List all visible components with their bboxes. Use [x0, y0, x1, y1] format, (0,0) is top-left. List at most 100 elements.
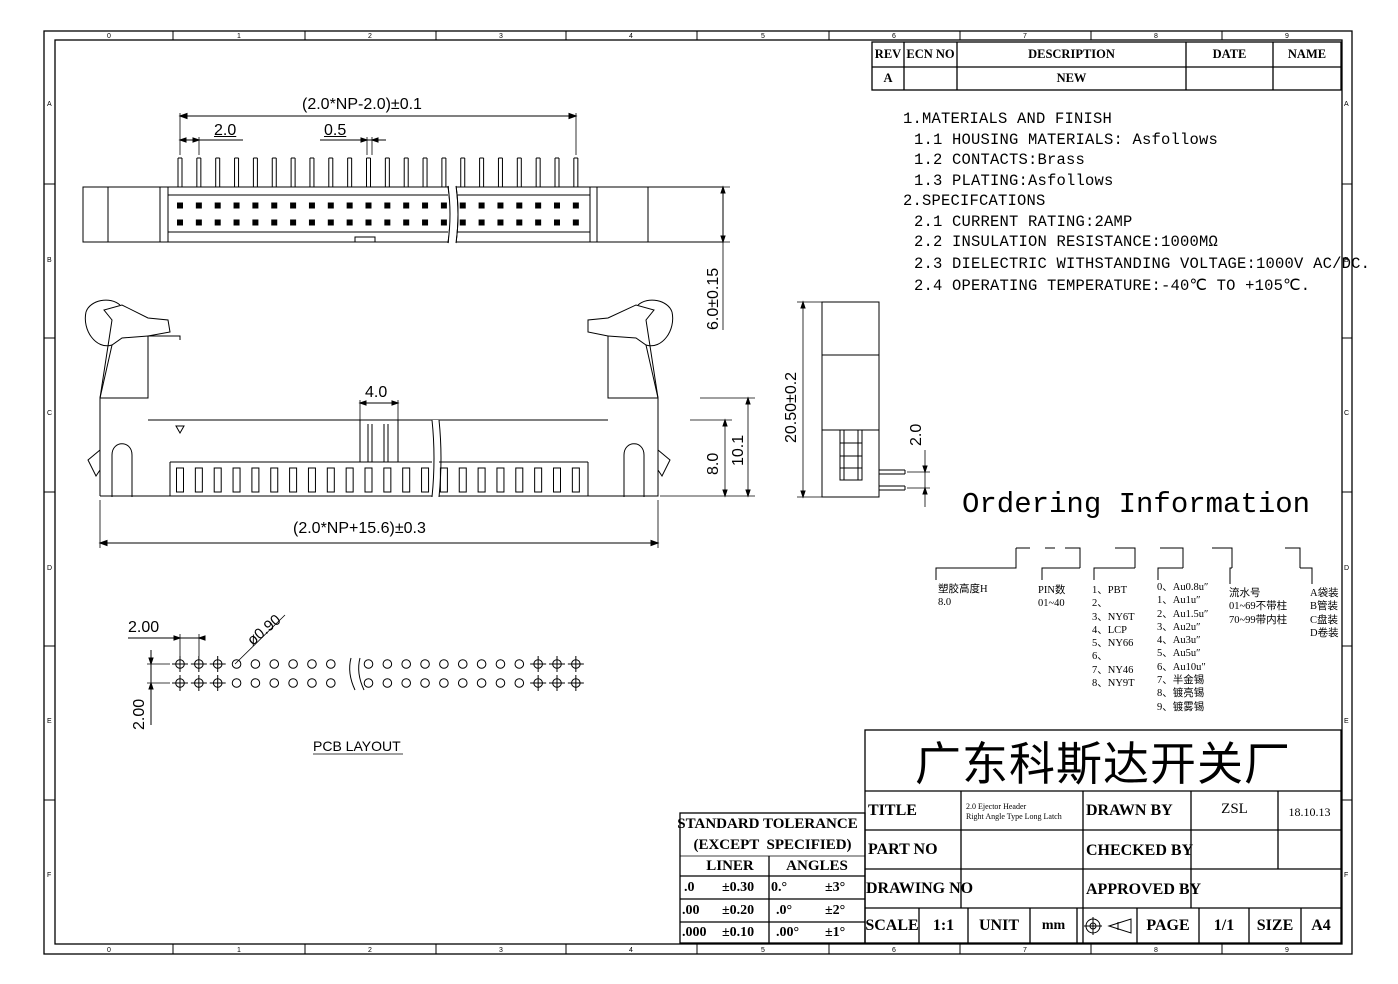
- zone-col-label: 3: [499, 947, 503, 954]
- ordering-option: 8.0: [938, 597, 952, 609]
- tol-angle-val: ±3°: [825, 879, 846, 895]
- drawn-by-value: ZSL: [1221, 800, 1248, 817]
- front-pin: [477, 467, 486, 493]
- ordering-option: 0、Au0.8u″: [1157, 582, 1209, 593]
- spec-line: 2.2 INSULATION RESISTANCE:1000MΩ: [914, 233, 1219, 251]
- dim-front-h2: 10.1: [730, 434, 747, 466]
- contact-square: [271, 202, 278, 209]
- contact-square: [440, 202, 447, 209]
- zone-col-label: 3: [499, 33, 503, 40]
- part-no-label: PART NO: [868, 840, 938, 858]
- approved-by-label: APPROVED BY: [1086, 881, 1202, 898]
- zone-col-label: 7: [1023, 33, 1027, 40]
- scale-value: 1:1: [932, 916, 955, 934]
- rev-row-description: NEW: [1056, 71, 1087, 85]
- spec-line: 1.MATERIALS AND FINISH: [903, 110, 1113, 128]
- dim-latch-width: 4.0: [365, 384, 388, 401]
- ordering-option: A袋装: [1310, 588, 1339, 599]
- zone-row-label: B: [47, 257, 52, 264]
- dim-pcb-pitch-y: 2.00: [131, 698, 148, 730]
- ordering-option: 8、NY9T: [1092, 678, 1135, 690]
- ordering-option: 01~69不带柱: [1229, 601, 1288, 613]
- tol-liner-val: ±0.10: [722, 924, 755, 940]
- contact-square: [497, 202, 504, 209]
- zone-col-label: 1: [237, 947, 241, 954]
- zone-col-label: 6: [892, 33, 896, 40]
- drawn-date: 18.10.13: [1288, 804, 1331, 819]
- drawing-no-label: DRAWING NO: [866, 879, 974, 897]
- zone-col-label: 1: [237, 33, 241, 40]
- contact-square: [403, 219, 410, 226]
- zone-row-label: D: [1344, 565, 1349, 572]
- pcb-layout: [128, 614, 584, 755]
- dim-side-pitch: 2.0: [908, 423, 925, 446]
- ordering-option: C盘装: [1310, 614, 1339, 626]
- ordering-title: Ordering Information: [962, 488, 1311, 521]
- zone-col-label: 5: [761, 33, 765, 40]
- ordering-option: D卷装: [1310, 627, 1339, 639]
- contact-square: [478, 202, 485, 209]
- checked-by-label: CHECKED BY: [1086, 842, 1194, 859]
- side-view: [797, 300, 930, 507]
- contact-square: [252, 219, 259, 226]
- ordering-option: 01~40: [1038, 598, 1065, 610]
- zone-col-label: 4: [629, 33, 633, 40]
- pcb-hole: [420, 678, 430, 688]
- front-pin: [194, 467, 203, 493]
- unit-label: UNIT: [978, 916, 1019, 934]
- front-pin: [289, 467, 298, 493]
- front-pin: [364, 467, 373, 493]
- pcb-hole: [231, 659, 242, 669]
- contact-square: [327, 202, 334, 209]
- contact-square: [177, 202, 183, 209]
- pcb-layout-label: PCB LAYOUT: [313, 738, 401, 754]
- contact-square: [177, 219, 183, 226]
- contact-square: [403, 202, 410, 209]
- pcb-hole: [439, 659, 449, 669]
- tol-liner-key: .000: [682, 924, 707, 940]
- front-pin: [421, 467, 430, 493]
- front-pin: [458, 467, 467, 493]
- pcb-hole: [420, 659, 430, 669]
- pcb-hole: [250, 678, 261, 688]
- contact-square: [346, 202, 353, 209]
- tol-liner-val: ±0.20: [722, 902, 755, 918]
- front-pin: [307, 467, 316, 493]
- pcb-hole: [514, 659, 525, 669]
- front-pin: [232, 467, 241, 493]
- pcb-hole: [457, 678, 468, 688]
- contact-square: [535, 219, 542, 226]
- tol-angle-key: .0°: [776, 902, 793, 918]
- zone-ticks: [44, 31, 1352, 954]
- drawn-by-label: DRAWN BY: [1086, 801, 1173, 819]
- contact-square: [459, 202, 466, 209]
- contact-square: [384, 219, 391, 226]
- front-pin: [515, 467, 524, 493]
- ordering-option: 2、: [1092, 598, 1108, 610]
- contact-square: [233, 219, 240, 226]
- ordering-option: 1、PBT: [1092, 585, 1128, 596]
- spec-line: 2.4 OPERATING TEMPERATURE:-40℃ TO +105℃.: [914, 277, 1311, 295]
- contact-square: [290, 202, 297, 209]
- front-pin: [270, 467, 279, 493]
- pcb-hole: [514, 678, 525, 688]
- contact-square: [422, 202, 429, 209]
- dim-side-total: 20.50±0.2: [783, 371, 800, 443]
- pcb-hole: [231, 678, 242, 688]
- revision-table-grid: [871, 41, 1342, 91]
- contact-square: [195, 219, 202, 226]
- zone-col-label: 0: [107, 33, 111, 40]
- dim-pcb-pitch-x: 2.00: [128, 619, 160, 636]
- rev-header-date: DATE: [1212, 47, 1247, 61]
- contact-square: [195, 202, 202, 209]
- rev-header-name: NAME: [1287, 47, 1327, 61]
- zone-col-label: 6: [892, 947, 896, 954]
- pcb-hole: [269, 678, 280, 688]
- tol-liner-val: ±0.30: [722, 879, 755, 895]
- front-pin: [251, 467, 260, 493]
- tolerance-liner-header: LINER: [706, 857, 754, 874]
- contact-square: [516, 219, 523, 226]
- contact-square: [308, 219, 315, 226]
- ordering-group-plating: 0、Au0.8u″1、Au1u″2、Au1.5u″3、Au2u″4、Au3u″5…: [1157, 581, 1208, 714]
